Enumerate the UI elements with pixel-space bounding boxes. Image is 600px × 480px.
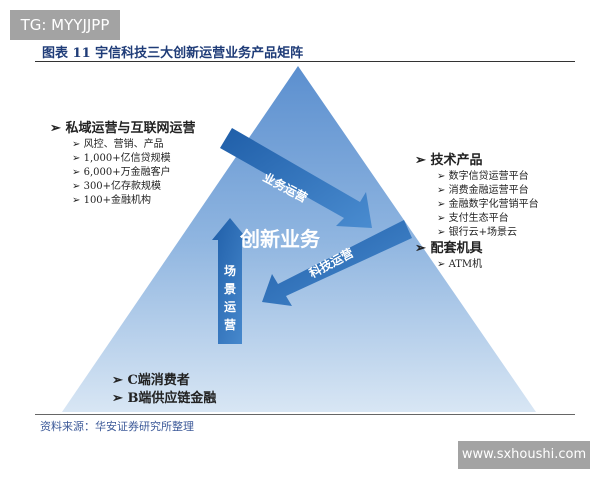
right-heading-1: ➢ 技术产品: [415, 152, 539, 170]
bullet-icon: ➢: [437, 227, 446, 238]
item-text: B端供应链金融: [127, 391, 217, 406]
heading-text: 配套机具: [430, 241, 483, 256]
bullet-icon: ➢: [437, 259, 446, 270]
list-item: ➢ 100+金融机构: [50, 194, 195, 208]
list-item: ➢ 银行云+场景云: [415, 226, 539, 240]
list-item: ➢ 金融数字化营销平台: [415, 198, 539, 212]
left-heading: ➢ 私域运营与互联网运营: [50, 120, 195, 138]
scene-label-1: 场: [224, 264, 236, 278]
list-item: ➢ 支付生态平台: [415, 212, 539, 226]
list-item: ➢ 300+亿存款规模: [50, 180, 195, 194]
list-item: ➢ ATM机: [415, 258, 539, 272]
source-note: 资料来源：华安证券研究所整理: [40, 420, 194, 433]
scene-label-4: 营: [224, 317, 236, 332]
scene-label-3: 运: [224, 300, 236, 314]
right-list: ➢ 技术产品 ➢ 数字信贷运营平台 ➢ 消费金融运营平台 ➢ 金融数字化营销平台…: [415, 152, 539, 272]
business-arrow: [220, 128, 372, 228]
title-rule: [35, 61, 575, 62]
bullet-icon: ➢: [72, 195, 81, 206]
heading-text: 技术产品: [430, 153, 483, 168]
item-text: 6,000+万金融客户: [83, 167, 171, 178]
left-list: ➢ 私域运营与互联网运营 ➢ 风控、营销、产品 ➢ 1,000+亿信贷规模 ➢ …: [50, 120, 195, 208]
bullet-icon: ➢: [72, 181, 81, 192]
item-text: 数字信贷运营平台: [448, 171, 529, 182]
list-item: ➢ 数字信贷运营平台: [415, 170, 539, 184]
bullet-icon: ➢: [415, 153, 426, 168]
list-item: ➢ 1,000+亿信贷规模: [50, 152, 195, 166]
item-text: 消费金融运营平台: [448, 185, 529, 196]
bottom-list: ➢ C端消费者 ➢ B端供应链金融: [112, 372, 216, 408]
bullet-icon: ➢: [72, 167, 81, 178]
list-item: ➢ 6,000+万金融客户: [50, 166, 195, 180]
bullet-icon: ➢: [50, 121, 61, 136]
triangle: [62, 66, 536, 412]
list-item: ➢ 风控、营销、产品: [50, 138, 195, 152]
bottom-item-2: ➢ B端供应链金融: [112, 390, 216, 408]
bullet-icon: ➢: [72, 153, 81, 164]
item-text: 金融数字化营销平台: [448, 199, 539, 210]
bullet-icon: ➢: [437, 213, 446, 224]
bullet-icon: ➢: [415, 241, 426, 256]
item-text: 100+金融机构: [83, 195, 152, 206]
bullet-icon: ➢: [437, 185, 446, 196]
scene-label-2: 景: [224, 282, 236, 296]
item-text: ATM机: [448, 259, 483, 270]
bullet-icon: ➢: [112, 373, 123, 388]
item-text: C端消费者: [127, 373, 190, 388]
scene-arrow: [212, 218, 248, 344]
source-rule: [35, 414, 575, 415]
watermark-top: TG: MYYJJPP: [10, 10, 120, 40]
item-text: 风控、营销、产品: [83, 139, 164, 150]
bottom-item-1: ➢ C端消费者: [112, 372, 216, 390]
center-label: 创新业务: [239, 227, 321, 251]
bullet-icon: ➢: [112, 391, 123, 406]
item-text: 1,000+亿信贷规模: [83, 153, 171, 164]
list-item: ➢ 消费金融运营平台: [415, 184, 539, 198]
item-text: 300+亿存款规模: [83, 181, 162, 192]
figure-title: 图表 11 宇信科技三大创新运营业务产品矩阵: [42, 46, 304, 61]
bullet-icon: ➢: [437, 199, 446, 210]
bullet-icon: ➢: [72, 139, 81, 150]
watermark-bottom: www.sxhoushi.com: [458, 441, 590, 469]
bullet-icon: ➢: [437, 171, 446, 182]
item-text: 银行云+场景云: [448, 227, 517, 238]
tech-arrow: [262, 220, 412, 306]
item-text: 支付生态平台: [448, 213, 509, 224]
left-heading-text: 私域运营与互联网运营: [65, 121, 196, 136]
right-heading-2: ➢ 配套机具: [415, 240, 539, 258]
